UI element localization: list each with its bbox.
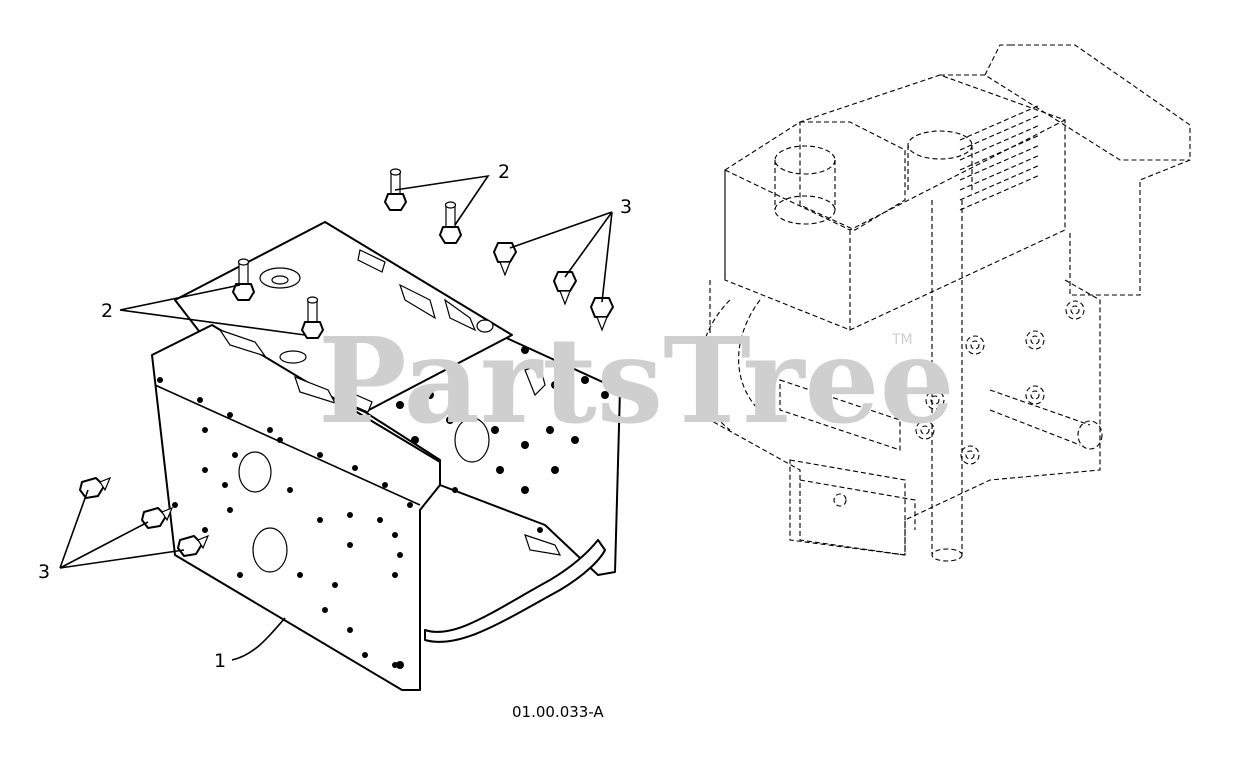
figure-id: 01.00.033-A: [512, 703, 604, 721]
callout-bolts-left: 3: [38, 561, 50, 583]
callout-bolts-right: 3: [620, 196, 632, 218]
engine-outline: [699, 44, 1191, 562]
callout-frame: 1: [214, 650, 226, 672]
bolt-3: [590, 297, 614, 332]
frame-assembly: [151, 221, 621, 691]
stud-2: [439, 201, 462, 244]
watermark: PartsTree TM: [318, 311, 955, 450]
bolt-2: [553, 271, 577, 306]
studs: [232, 168, 462, 339]
frame-support-rod: [424, 539, 606, 643]
watermark-trademark: TM: [891, 332, 913, 348]
stud-4: [301, 296, 324, 339]
frame-holes: [157, 346, 609, 669]
bolt-4: [79, 476, 112, 499]
bolt-6: [177, 534, 210, 557]
bolts: [79, 242, 614, 557]
stud-1: [384, 168, 407, 211]
leader-lines: [59, 174, 613, 661]
watermark-text: PartsTree: [318, 311, 955, 450]
callout-studs-top: 2: [498, 161, 510, 183]
stud-3: [232, 258, 255, 301]
bolt-5: [141, 506, 174, 529]
callout-studs-left: 2: [101, 300, 113, 322]
